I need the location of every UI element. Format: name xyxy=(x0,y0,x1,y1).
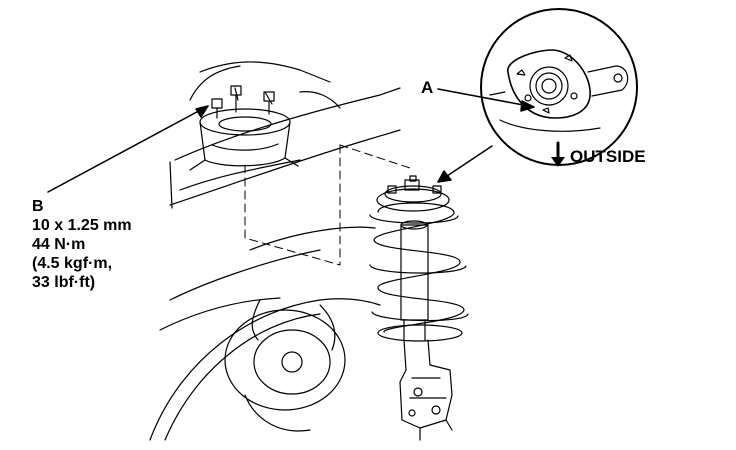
bolt-size: 10 x 1.25 mm xyxy=(32,217,132,234)
torque-kgfm: (4.5 kgf·m, xyxy=(32,255,113,272)
strut-tower xyxy=(189,87,299,171)
installation-guide-lines xyxy=(244,144,411,266)
torque-nm: 44 N·m xyxy=(32,236,86,253)
hub-knuckle xyxy=(224,299,346,432)
callout-label-b: B xyxy=(32,198,44,215)
mounting-nut xyxy=(211,98,223,119)
arrow-down-icon xyxy=(551,141,565,167)
detail-pointer-arrow xyxy=(437,145,493,183)
strut-assembly xyxy=(369,175,469,441)
outside-direction-label: OUTSIDE xyxy=(570,147,646,166)
detail-magnified-view xyxy=(480,8,638,166)
mounting-nut-group xyxy=(211,85,275,119)
vehicle-body-outline xyxy=(149,61,401,441)
callout-b-spec: B 10 x 1.25 mm 44 N·m (4.5 kgf·m, 33 lbf… xyxy=(32,197,132,292)
leader-line-a xyxy=(437,88,535,112)
callout-label-a: A xyxy=(421,78,434,97)
leader-line-b xyxy=(47,105,209,193)
mounting-nut xyxy=(263,91,275,115)
torque-lbfft: 33 lbf·ft) xyxy=(32,274,96,291)
mounting-nut xyxy=(230,85,242,113)
